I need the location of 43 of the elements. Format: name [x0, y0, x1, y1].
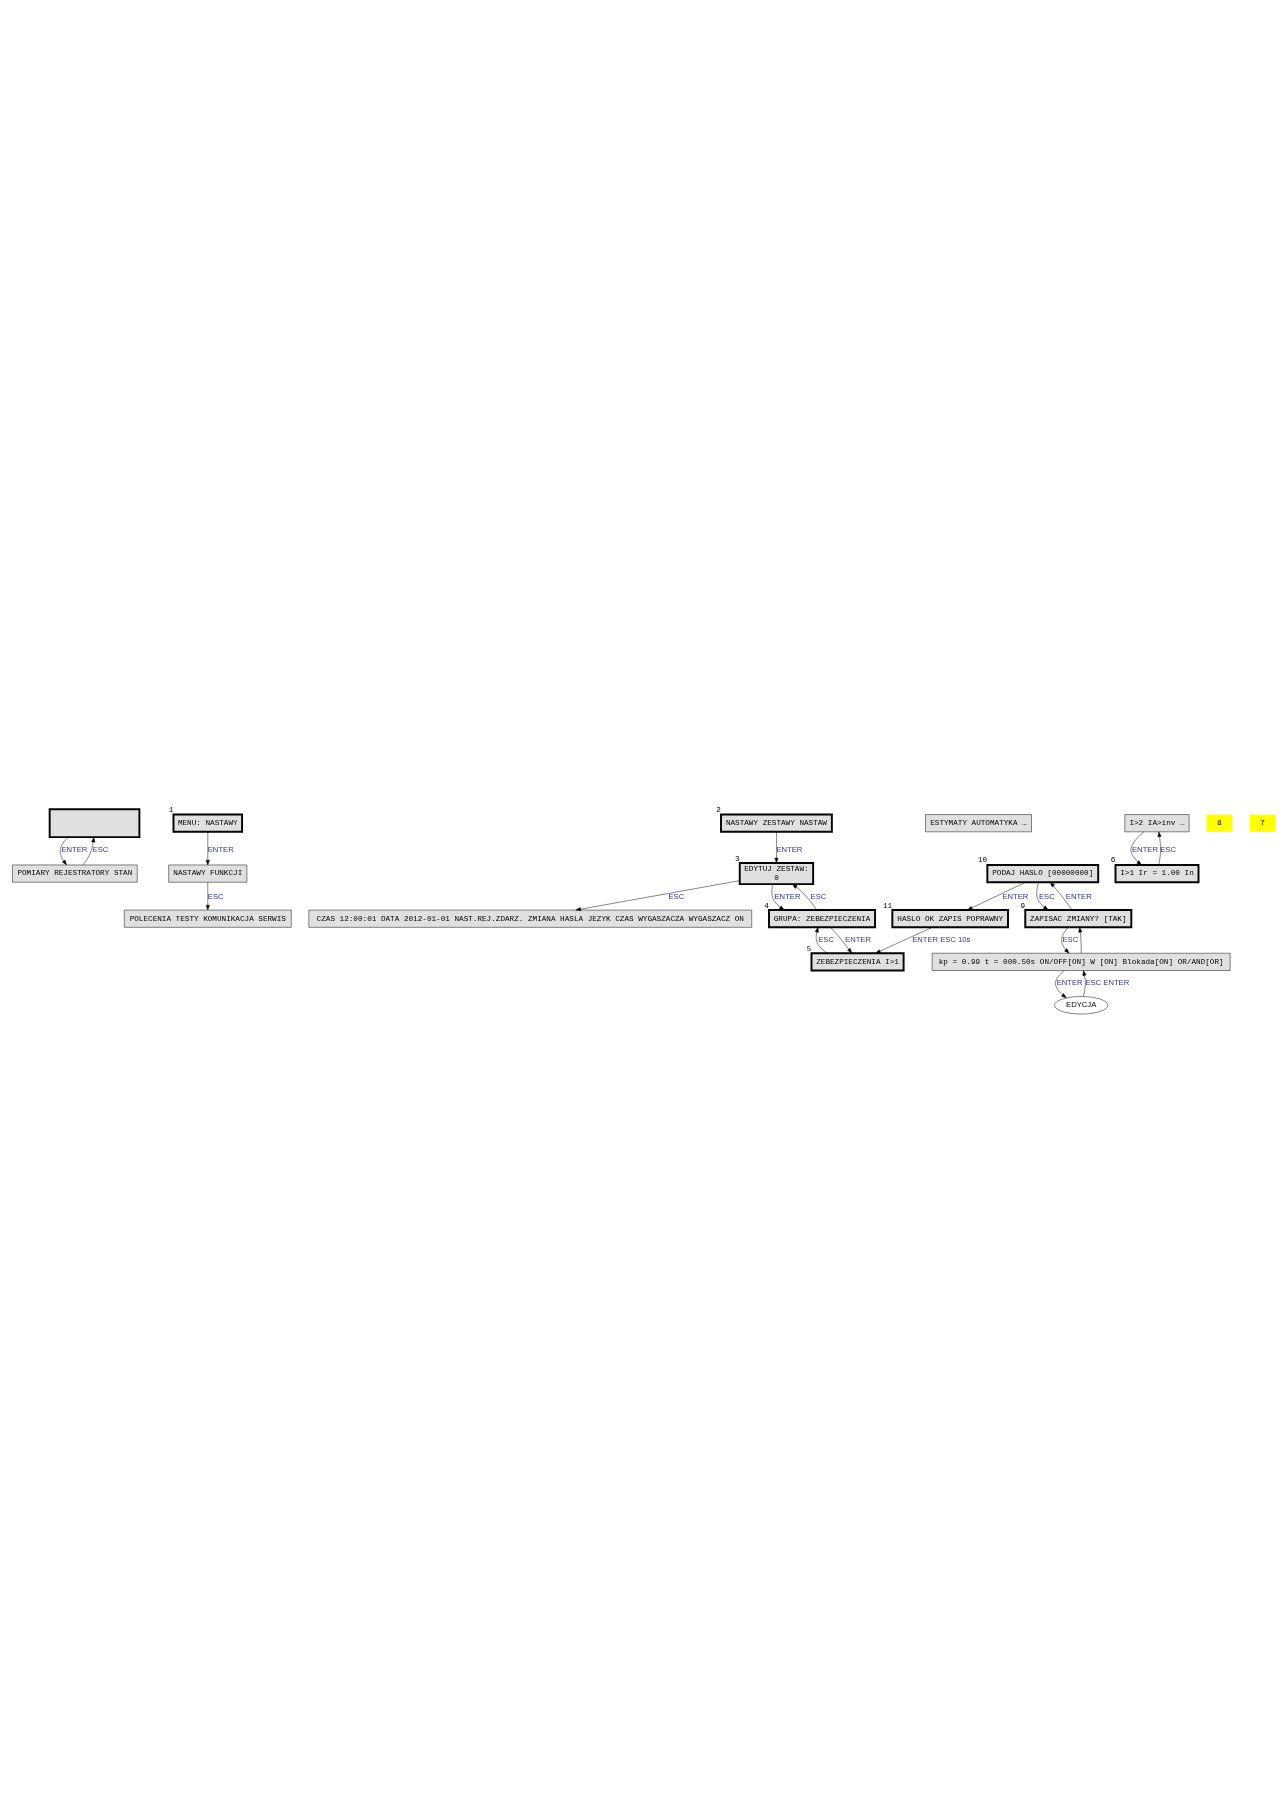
edge-label: ENTER — [845, 935, 872, 945]
edge-label: ENTER — [61, 844, 88, 854]
arrow — [875, 927, 933, 954]
arrow — [1061, 927, 1070, 954]
arrow — [1050, 882, 1073, 911]
edge-label: ENTER — [776, 844, 803, 854]
edge-label: ESC — [1038, 891, 1055, 901]
edge-label: ESC — [810, 891, 827, 901]
edge-label: ESC — [207, 891, 224, 901]
edge-label: ENTER ESC 10s — [912, 935, 971, 945]
arrow — [59, 836, 69, 866]
arrow — [771, 884, 785, 911]
edge-label: ESC — [1062, 935, 1079, 945]
edge-label: ENTER — [1002, 891, 1029, 901]
edge-label: ESC ENTER — [1085, 978, 1130, 988]
arrow — [1082, 970, 1087, 997]
arrow — [1157, 831, 1162, 865]
arrow — [814, 927, 828, 954]
edge-label: ENTER — [207, 844, 234, 854]
node-box — [48, 808, 141, 839]
arrow — [82, 837, 96, 865]
arrow — [1055, 970, 1067, 999]
edge-label: ESC — [92, 844, 109, 854]
arrow — [1036, 882, 1049, 911]
edge-label: ESC — [1160, 844, 1177, 854]
arrow — [205, 882, 210, 911]
arrow — [1078, 927, 1083, 954]
arrow — [575, 880, 740, 912]
label: 7 — [1260, 818, 1265, 828]
arrow — [774, 831, 779, 864]
arrow — [1130, 831, 1145, 866]
edge-label: ENTER — [1065, 891, 1092, 901]
arrow — [205, 831, 210, 866]
node-ellipse: EDYCJA — [1054, 996, 1109, 1015]
arrow — [830, 927, 852, 954]
label: 8 — [1217, 818, 1222, 828]
arrow — [967, 882, 1026, 911]
edge-label: ENTER — [774, 891, 801, 901]
edge-label: ENTER — [1132, 844, 1158, 854]
edge-label: ESC — [818, 935, 834, 945]
edge-label: ESC — [668, 891, 685, 901]
arrow — [792, 883, 817, 911]
edge-label: ENTER — [1056, 978, 1083, 988]
